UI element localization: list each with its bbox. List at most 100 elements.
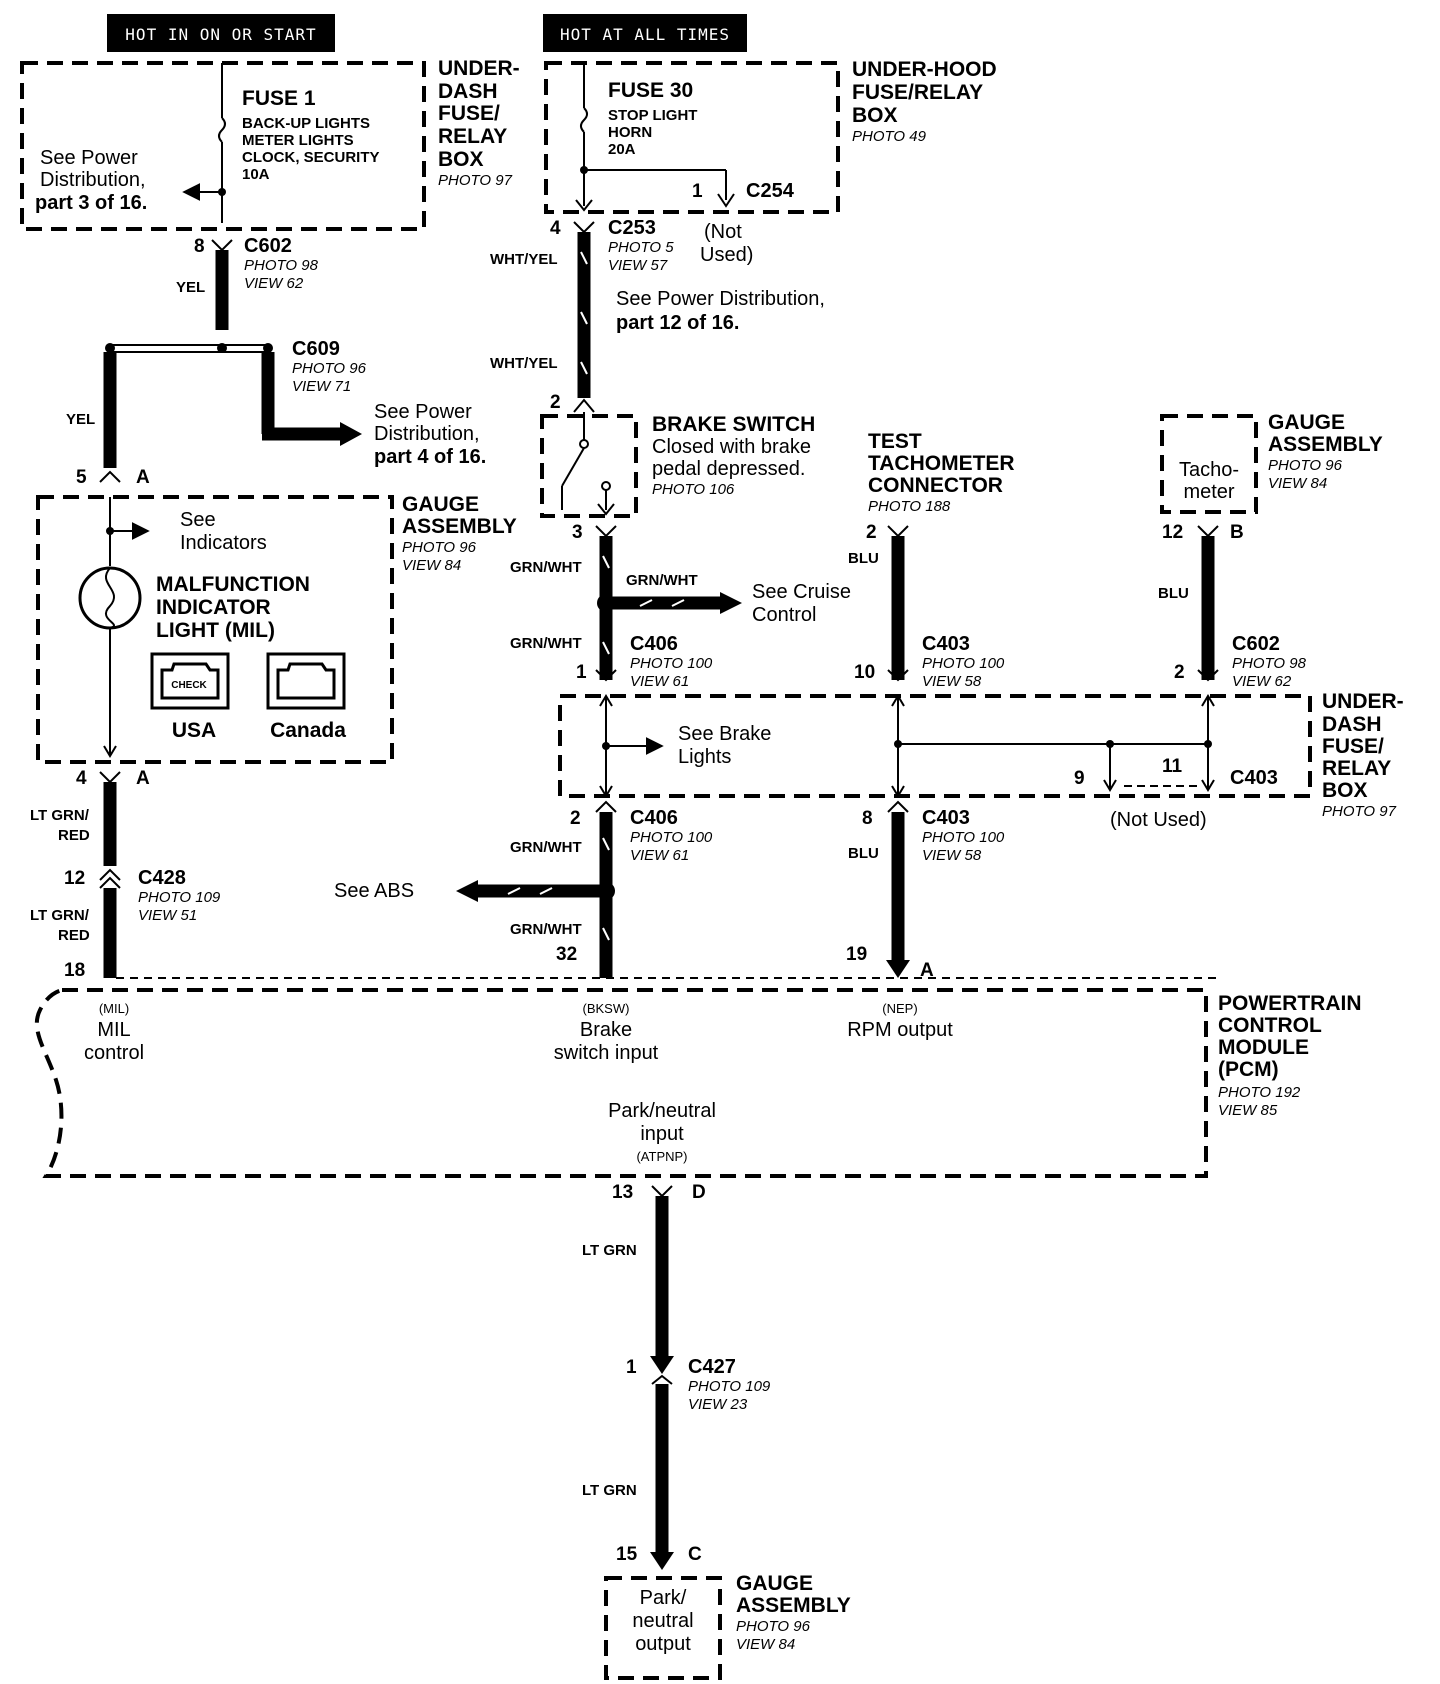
svg-text:PHOTO 96: PHOTO 96: [736, 1618, 811, 1635]
svg-text:PHOTO 106: PHOTO 106: [652, 481, 735, 498]
svg-text:3: 3: [572, 522, 583, 543]
header-hot-in-on: HOT IN ON OR START: [107, 14, 335, 52]
svg-text:18: 18: [64, 960, 85, 981]
gauge-tach-box: [1160, 414, 1258, 514]
svg-text:C602: C602: [244, 235, 292, 257]
svg-text:part 12 of 16.: part 12 of 16.: [616, 312, 739, 334]
svg-text:Indicators: Indicators: [180, 532, 267, 554]
gauge-assembly-bottom: [604, 1576, 722, 1680]
svg-text:PHOTO 100: PHOTO 100: [630, 829, 713, 846]
svg-text:HORN: HORN: [608, 124, 652, 141]
svg-text:2: 2: [1174, 662, 1185, 683]
svg-text:A: A: [136, 768, 150, 789]
svg-text:See Power Distribution,: See Power Distribution,: [616, 288, 825, 310]
svg-text:VIEW 58: VIEW 58: [922, 847, 982, 864]
svg-text:Used): Used): [700, 244, 753, 266]
svg-text:part 4 of 16.: part 4 of 16.: [374, 446, 486, 468]
gauge-mil-connector-top: 5 A: [76, 467, 150, 488]
svg-text:HOT AT ALL TIMES: HOT AT ALL TIMES: [560, 25, 730, 44]
svg-text:VIEW 58: VIEW 58: [922, 673, 982, 690]
svg-text:1: 1: [626, 1357, 637, 1378]
svg-text:STOP LIGHT: STOP LIGHT: [608, 107, 697, 124]
svg-text:PHOTO 96: PHOTO 96: [292, 360, 367, 377]
svg-text:VIEW 51: VIEW 51: [138, 907, 197, 924]
svg-text:YEL: YEL: [66, 411, 95, 428]
brake-switch-output-wire: 3 GRN/WHT GRN/WHT GRN/WHT: [510, 522, 742, 680]
c406-bottom-wire: 2 C406 PHOTO 100 VIEW 61 GRN/WHT GRN/WHT…: [334, 800, 713, 978]
underdash-box-2-label: UNDER- DASH FUSE/ RELAY BOX PHOTO 97: [1322, 690, 1404, 820]
pcm-terminal-nep: (NEP) RPM output: [847, 1001, 953, 1041]
fuse-30: FUSE 30 STOP LIGHT HORN 20A 1 C254: [575, 63, 795, 212]
svg-text:Distribution,: Distribution,: [40, 169, 146, 191]
svg-text:HOT IN ON OR START: HOT IN ON OR START: [125, 25, 316, 44]
engine-icon-canada: [266, 652, 346, 710]
svg-text:C403: C403: [1230, 767, 1278, 789]
gauge-mil-internal: See Indicators MALFUNCTION INDICATOR LIG…: [78, 497, 346, 758]
svg-text:VIEW 57: VIEW 57: [608, 257, 668, 274]
svg-text:5: 5: [76, 467, 87, 488]
svg-text:WHT/YEL: WHT/YEL: [490, 251, 558, 268]
svg-text:LT GRN/: LT GRN/: [30, 907, 90, 924]
underdash-box-2-internal: 9 11 C403: [599, 694, 1278, 798]
underdash-box-1-label: UNDER- DASH FUSE/ RELAY BOX PHOTO 97: [438, 57, 520, 189]
svg-text:DASH: DASH: [438, 80, 498, 103]
svg-text:20A: 20A: [608, 141, 636, 158]
fuse-1: FUSE 1 BACK-UP LIGHTS METER LIGHTS CLOCK…: [182, 63, 380, 223]
svg-text:VIEW 61: VIEW 61: [630, 673, 689, 690]
svg-text:LIGHT (MIL): LIGHT (MIL): [156, 619, 275, 642]
svg-text:PHOTO 98: PHOTO 98: [244, 257, 319, 274]
gauge-bottom-label: Park/ neutral output GAUGE ASSEMBLY PHOT…: [632, 1572, 850, 1655]
svg-text:GAUGE: GAUGE: [1268, 411, 1345, 434]
svg-text:C428: C428: [138, 867, 186, 889]
svg-text:10A: 10A: [242, 166, 270, 183]
svg-text:Closed with brake: Closed with brake: [652, 436, 811, 458]
svg-text:FUSE/: FUSE/: [438, 102, 500, 125]
svg-text:RPM output: RPM output: [847, 1019, 953, 1041]
svg-text:Park/neutral: Park/neutral: [608, 1100, 716, 1122]
svg-text:10: 10: [854, 662, 875, 683]
svg-text:13: 13: [612, 1182, 633, 1203]
svg-text:BACK-UP LIGHTS: BACK-UP LIGHTS: [242, 115, 370, 132]
see-power-4-label: See Power Distribution, part 4 of 16.: [374, 401, 486, 468]
atpnp-wire: 13 D LT GRN 1 C427 PHOTO 109 VIEW 23 LT …: [582, 1182, 771, 1570]
svg-text:VIEW 84: VIEW 84: [736, 1636, 795, 1653]
svg-text:Brake: Brake: [580, 1019, 632, 1041]
svg-text:PHOTO 96: PHOTO 96: [402, 539, 477, 556]
svg-text:RELAY: RELAY: [1322, 757, 1391, 780]
svg-text:RELAY: RELAY: [438, 125, 507, 148]
svg-text:BOX: BOX: [438, 148, 484, 171]
not-used-label: (Not Used): [1110, 809, 1207, 831]
svg-text:INDICATOR: INDICATOR: [156, 596, 271, 619]
svg-text:C254: C254: [746, 180, 795, 202]
svg-text:TEST: TEST: [868, 430, 922, 453]
svg-text:PHOTO 5: PHOTO 5: [608, 239, 674, 256]
svg-text:A: A: [136, 467, 150, 488]
mil-lamp-icon: [78, 566, 142, 630]
svg-text:VIEW 85: VIEW 85: [1218, 1102, 1278, 1119]
svg-text:(ATPNP): (ATPNP): [636, 1149, 687, 1164]
svg-text:VIEW 61: VIEW 61: [630, 847, 689, 864]
svg-text:PHOTO 97: PHOTO 97: [438, 172, 513, 189]
svg-text:YEL: YEL: [176, 279, 205, 296]
svg-text:(MIL): (MIL): [99, 1001, 129, 1016]
svg-text:PHOTO 98: PHOTO 98: [1232, 655, 1307, 672]
svg-text:See Cruise: See Cruise: [752, 581, 851, 603]
svg-text:2: 2: [866, 522, 877, 543]
svg-text:PHOTO 97: PHOTO 97: [1322, 803, 1397, 820]
svg-text:input: input: [640, 1123, 684, 1145]
see-brake-label: See Brake Lights: [678, 723, 771, 768]
svg-text:C602: C602: [1232, 633, 1280, 655]
svg-text:control: control: [84, 1042, 144, 1064]
mil-wire-to-pcm: 4 A LT GRN/ RED 12 C428 PHOTO 109 VIEW 5…: [30, 768, 1222, 979]
svg-text:ASSEMBLY: ASSEMBLY: [1268, 433, 1383, 456]
svg-text:PHOTO 100: PHOTO 100: [922, 829, 1005, 846]
svg-text:(PCM): (PCM): [1218, 1058, 1279, 1081]
svg-text:FUSE/RELAY: FUSE/RELAY: [852, 81, 983, 104]
svg-text:Park/: Park/: [640, 1587, 687, 1609]
svg-text:UNDER-: UNDER-: [1322, 690, 1404, 713]
svg-text:12: 12: [1162, 522, 1183, 543]
svg-text:part 3 of 16.: part 3 of 16.: [35, 192, 147, 214]
svg-text:PHOTO 49: PHOTO 49: [852, 128, 927, 145]
svg-text:TACHOMETER: TACHOMETER: [868, 452, 1015, 475]
check-engine-icon-usa: CHECK: [150, 652, 230, 710]
